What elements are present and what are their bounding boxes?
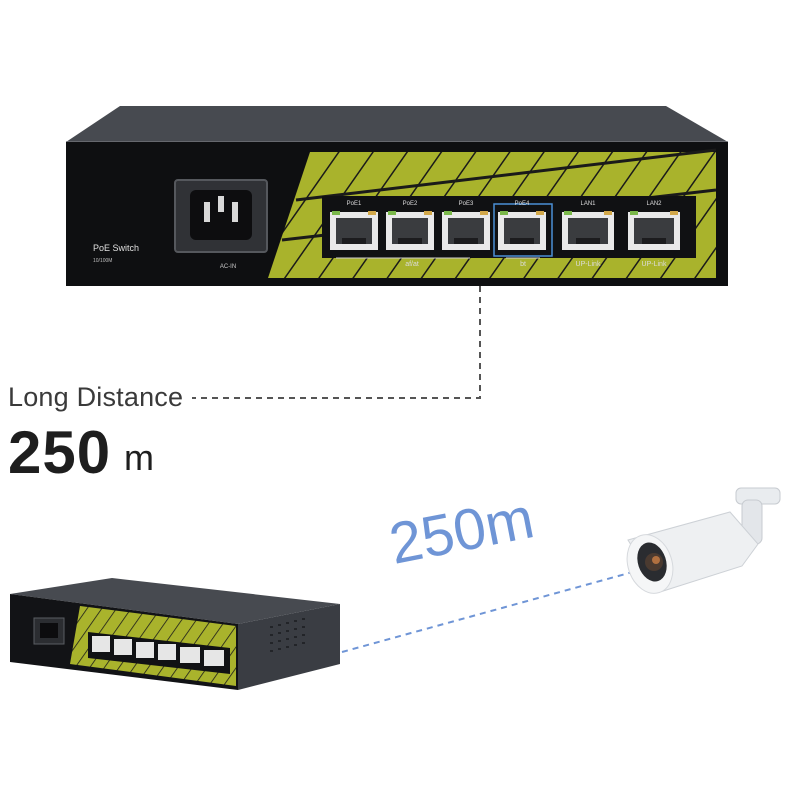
security-camera-icon	[626, 487, 781, 594]
switch-top-lid	[66, 106, 728, 142]
power-label: AC-IN	[220, 264, 236, 270]
port-label-poe4: PoE4	[515, 201, 530, 207]
port-label-poe1: PoE1	[347, 201, 362, 207]
switch-front-view: AC-IN PoE Switch 10/100M PoE1 PoE2 PoE3 …	[66, 106, 728, 286]
bottom-scene	[10, 487, 781, 690]
group-label-bt: bt	[520, 261, 526, 268]
port-poe3	[442, 211, 490, 250]
port-poe2	[386, 211, 434, 250]
switch-perspective-view	[10, 578, 340, 690]
camera-link-line	[341, 569, 641, 653]
distance-label: Long Distance	[8, 382, 184, 412]
speed-text: 10/100M	[93, 258, 112, 264]
group-label-uplink-2: UP-Link	[642, 261, 667, 268]
port-label-lan1: LAN1	[580, 201, 596, 207]
brand-text: PoE Switch	[93, 243, 139, 253]
port-lan1	[562, 211, 614, 250]
port-lan2	[628, 211, 680, 250]
group-label-afat: af/at	[405, 261, 419, 268]
distance-unit: m	[124, 437, 154, 478]
group-label-uplink-1: UP-Link	[576, 261, 601, 268]
port-label-lan2: LAN2	[646, 201, 662, 207]
port-label-poe3: PoE3	[459, 201, 474, 207]
port-poe4	[493, 203, 553, 257]
port-label-poe2: PoE2	[403, 201, 418, 207]
port-poe1	[330, 211, 378, 250]
distance-connector	[192, 286, 481, 399]
distance-value: 250	[8, 419, 112, 486]
